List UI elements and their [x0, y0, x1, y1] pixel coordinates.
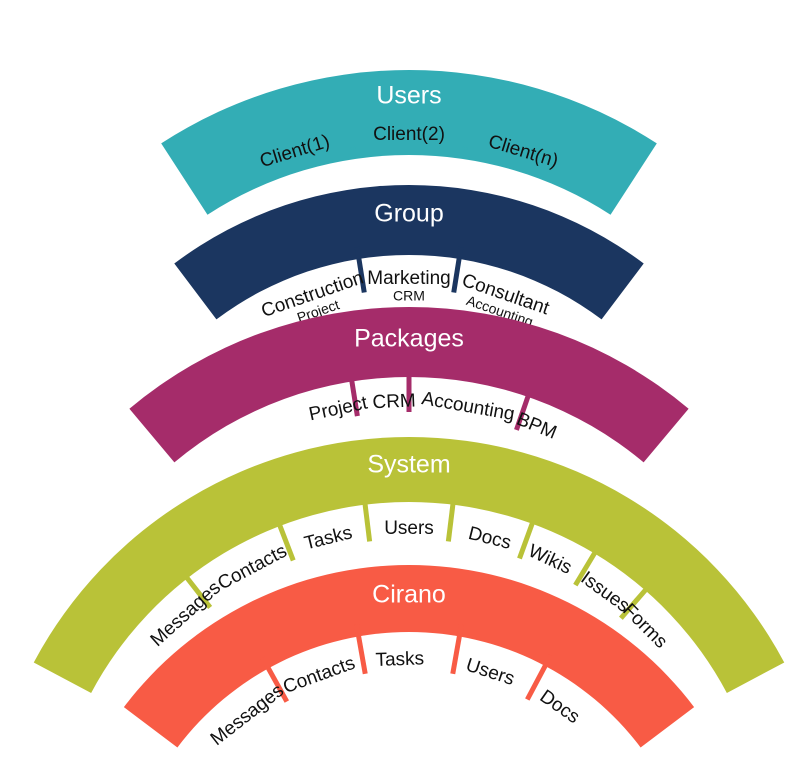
item-project: Project	[307, 392, 370, 425]
layer-system-divider-6	[573, 541, 603, 587]
layer-users-band	[161, 70, 657, 215]
layer-system-divider-7	[619, 579, 655, 620]
layer-system-divider-3	[361, 492, 373, 542]
item-client-2: Client(2)	[373, 124, 445, 145]
layer-system-divider-5	[517, 511, 539, 560]
layer-users: Users Client(1) Client(2) Client(n)	[161, 70, 657, 215]
layer-cirano-dividers	[260, 624, 553, 703]
layer-cirano-divider-2	[354, 624, 368, 675]
layer-group-divider-2	[451, 246, 464, 293]
layer-packages-items: Project CRM Accounting BPM	[307, 388, 559, 444]
layer-group-band	[174, 185, 644, 320]
layer-packages-divider-1	[347, 369, 360, 417]
layer-cirano-band	[123, 564, 695, 748]
item-bpm: BPM	[514, 409, 560, 444]
layer-system-dividers	[178, 492, 655, 620]
subitem-crm: CRM	[393, 288, 425, 304]
layer-system-title: System	[367, 451, 450, 479]
layer-system-divider-4	[445, 492, 457, 542]
item-contacts: Contacts	[280, 653, 358, 698]
layer-users-title: Users	[376, 82, 441, 110]
layer-group-dividers	[354, 246, 464, 293]
item-marketing: Marketing	[367, 268, 450, 289]
layer-packages-dividers	[347, 365, 535, 431]
layer-users-dividers	[350, 146, 468, 150]
layer-system-band	[33, 436, 785, 693]
item-docs: Docs	[466, 523, 513, 554]
item-crm: CRM	[372, 390, 416, 413]
item-users: Users	[384, 518, 434, 539]
item-users: Users	[463, 655, 517, 690]
layer-cirano-divider-4	[525, 654, 553, 701]
layer-system-divider-1	[178, 567, 213, 610]
item-wikis: Wikis	[525, 541, 575, 579]
item-tasks: Tasks	[375, 648, 424, 671]
layer-cirano-divider-3	[450, 624, 464, 675]
layer-cirano-divider-1	[260, 656, 290, 703]
layer-system-divider-2	[273, 513, 296, 562]
item-accounting: Accounting	[420, 388, 516, 425]
item-tasks: Tasks	[302, 522, 354, 554]
layer-packages-band	[129, 307, 689, 463]
item-docs: Docs	[536, 686, 584, 728]
layer-packages-divider-3	[514, 384, 535, 431]
layer-group-title: Group	[374, 200, 443, 228]
layer-group-divider-1	[354, 246, 367, 293]
layer-cirano-title: Cirano	[372, 581, 446, 609]
layer-packages-title: Packages	[354, 325, 464, 353]
